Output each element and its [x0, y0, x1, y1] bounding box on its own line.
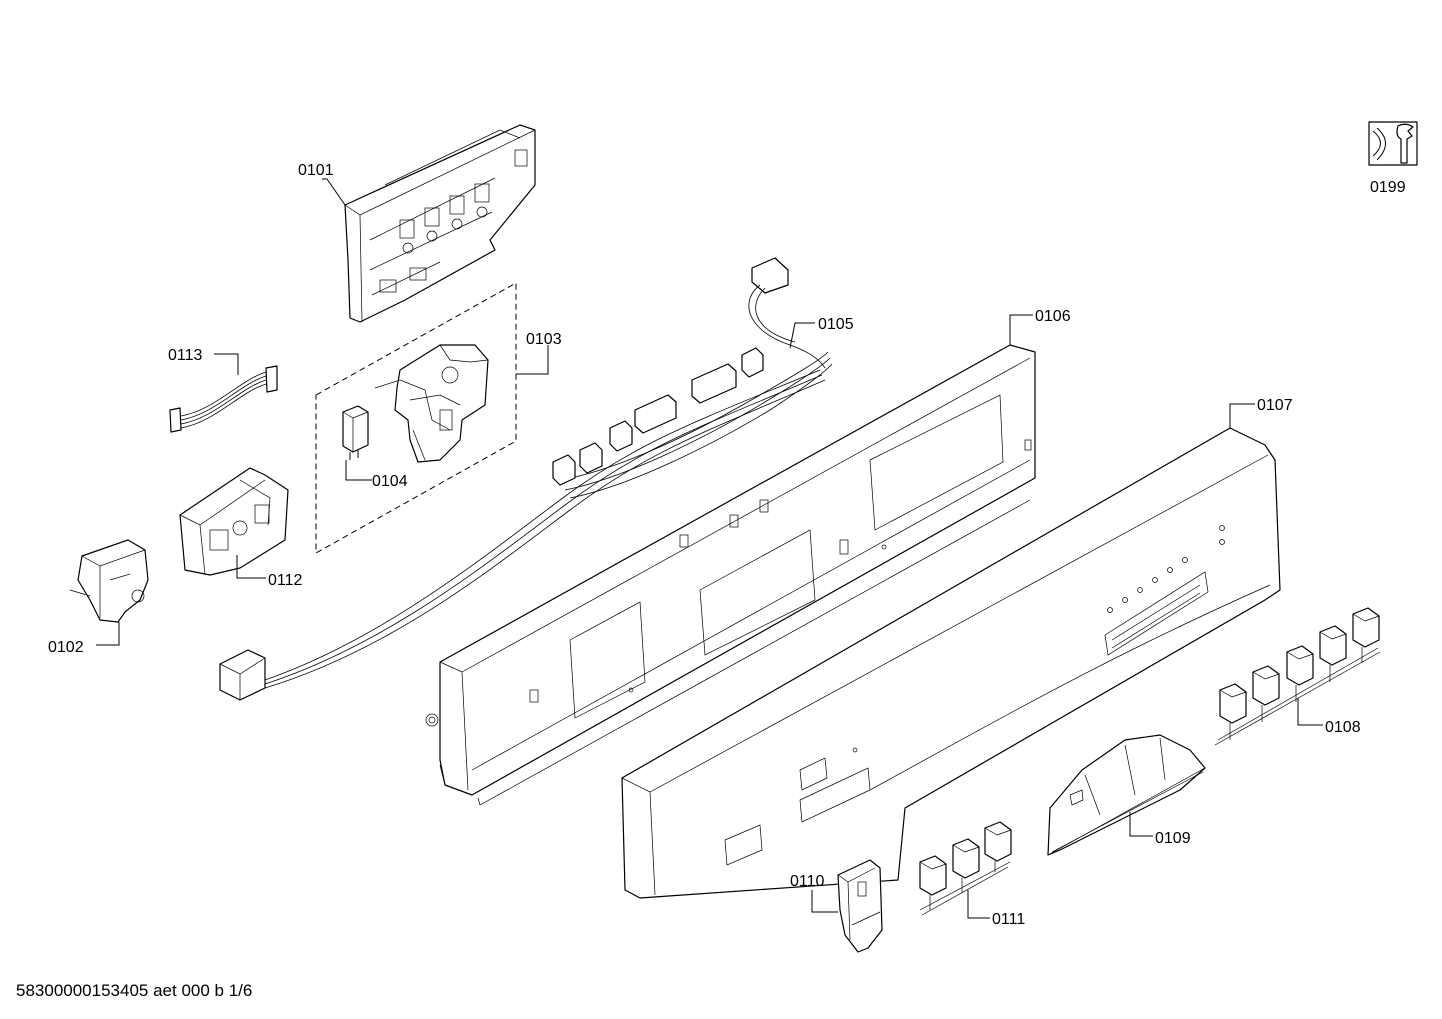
callout-0107: 0107: [1257, 397, 1293, 414]
part-0109-handle-cover: [1047, 734, 1206, 856]
callout-0103: 0103: [526, 331, 562, 348]
callout-0106: 0106: [1035, 308, 1071, 325]
part-0107-control-panel: [621, 427, 1281, 899]
callout-0102: 0102: [48, 639, 84, 656]
callout-0199: 0199: [1370, 179, 1406, 196]
part-0101-control-module: [344, 124, 536, 323]
document-reference-footer: 58300000153405 aet 000 b 1/6: [16, 981, 253, 1000]
wrench-icon: [1368, 121, 1418, 166]
callout-0109: 0109: [1155, 830, 1191, 847]
part-0110-latch: [837, 859, 883, 953]
part-0112-module: [179, 467, 289, 576]
part-0106-inner-frame: [425, 344, 1036, 806]
callout-0111: 0111: [992, 911, 1025, 928]
part-0103-group-outline: [315, 282, 517, 554]
callout-0113: 0113: [168, 347, 203, 364]
callout-0108: 0108: [1325, 719, 1361, 736]
part-0108-button-set: [1214, 607, 1381, 746]
part-0103-door-switch: [374, 344, 489, 463]
callout-0104: 0104: [372, 473, 408, 490]
callout-0105: 0105: [818, 316, 854, 333]
callout-0101: 0101: [298, 162, 334, 179]
callout-0110: 0110: [790, 873, 825, 890]
part-0102-sensor: [69, 539, 149, 623]
part-0113-ribbon-cable: [169, 365, 278, 433]
callout-0112: 0112: [268, 572, 303, 589]
part-0104-relay: [342, 405, 369, 460]
part-0105-wiring-harness: [219, 257, 833, 701]
part-0111-button-set: [919, 821, 1012, 916]
